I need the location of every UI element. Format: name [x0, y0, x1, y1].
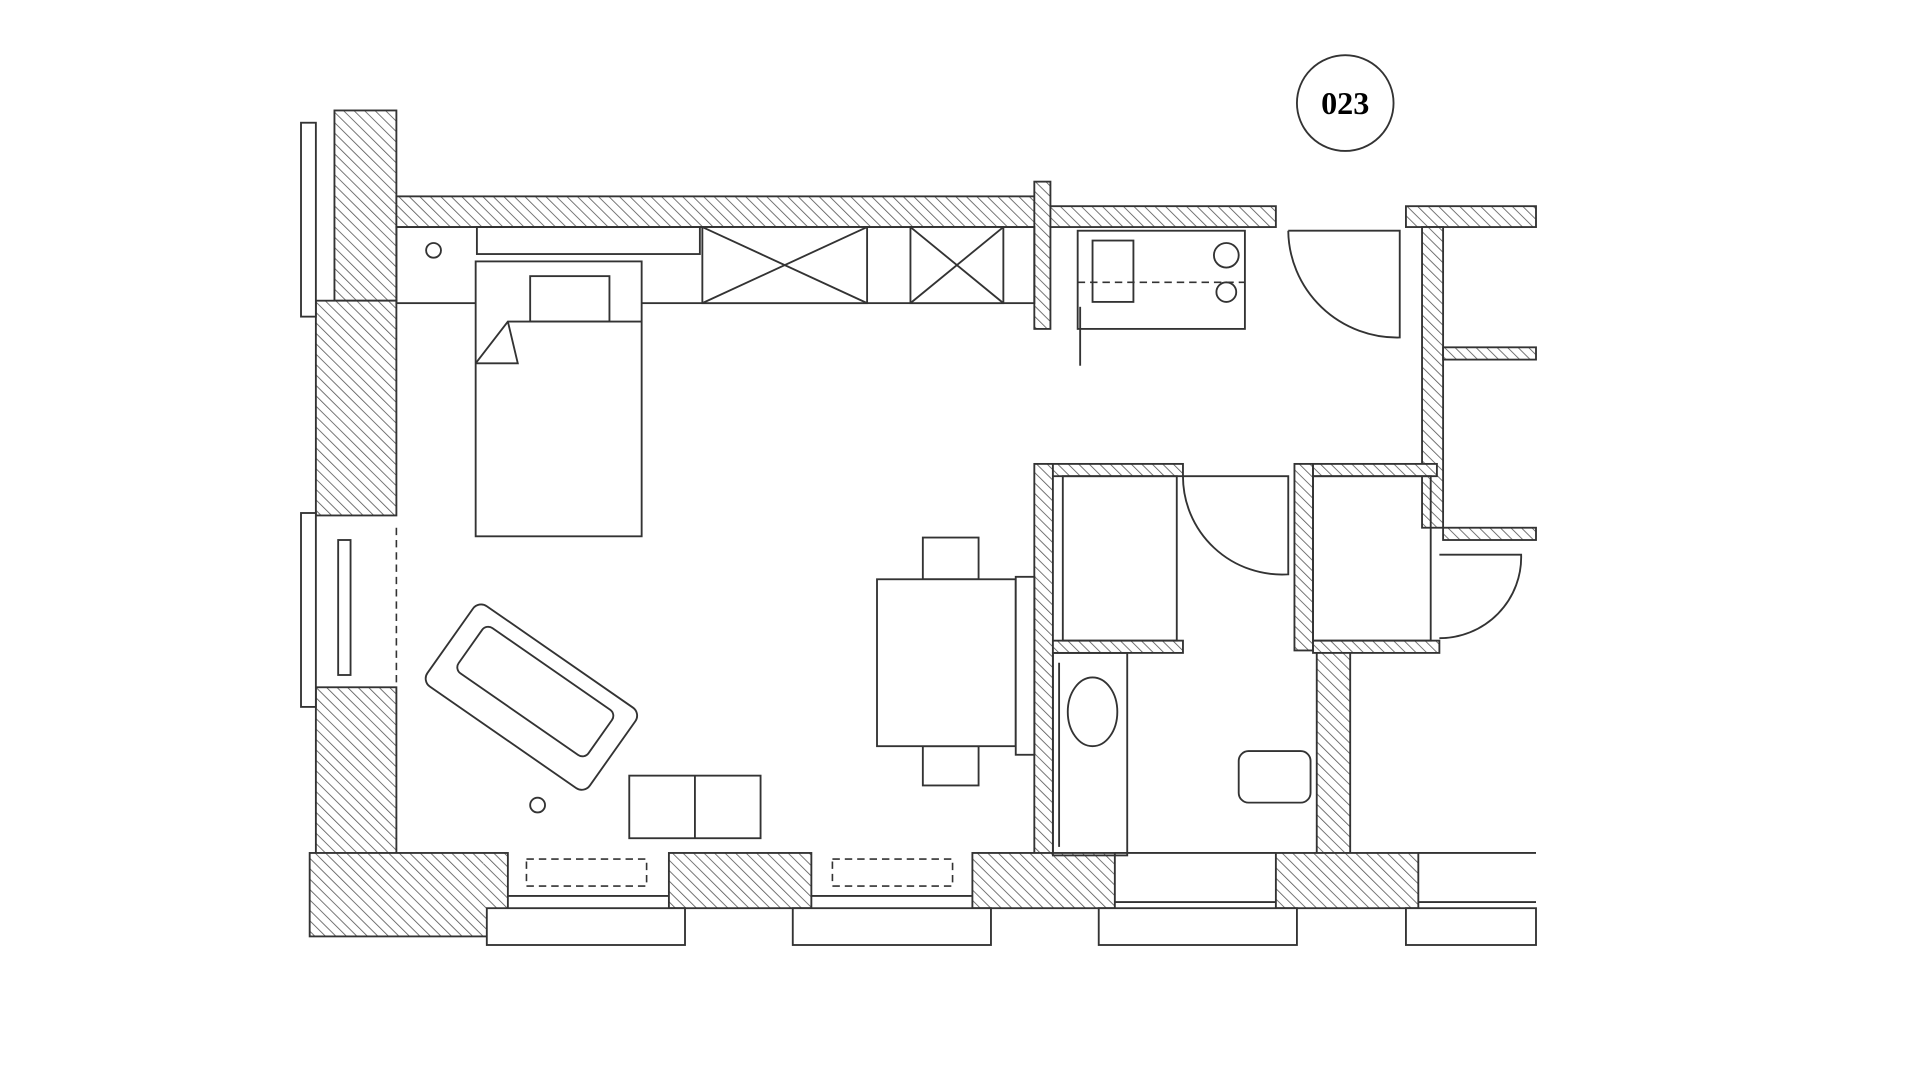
bathroom-fixtures	[1051, 475, 1432, 857]
wardrobe-entry	[1076, 229, 1246, 366]
doors	[1182, 229, 1523, 640]
sink-icon	[1066, 676, 1119, 748]
room-number-tag: 023	[1296, 54, 1395, 152]
windows	[300, 121, 1537, 946]
toilet-icon	[1237, 750, 1312, 804]
light-fixture-icon	[529, 796, 546, 814]
sofa	[424, 603, 639, 791]
room-number: 023	[1321, 85, 1369, 121]
ottoman	[628, 774, 762, 840]
bed	[474, 260, 643, 538]
dining-table	[876, 536, 1036, 787]
light-fixture-icon	[425, 242, 442, 259]
kitchenette-cabinets	[395, 226, 1036, 305]
